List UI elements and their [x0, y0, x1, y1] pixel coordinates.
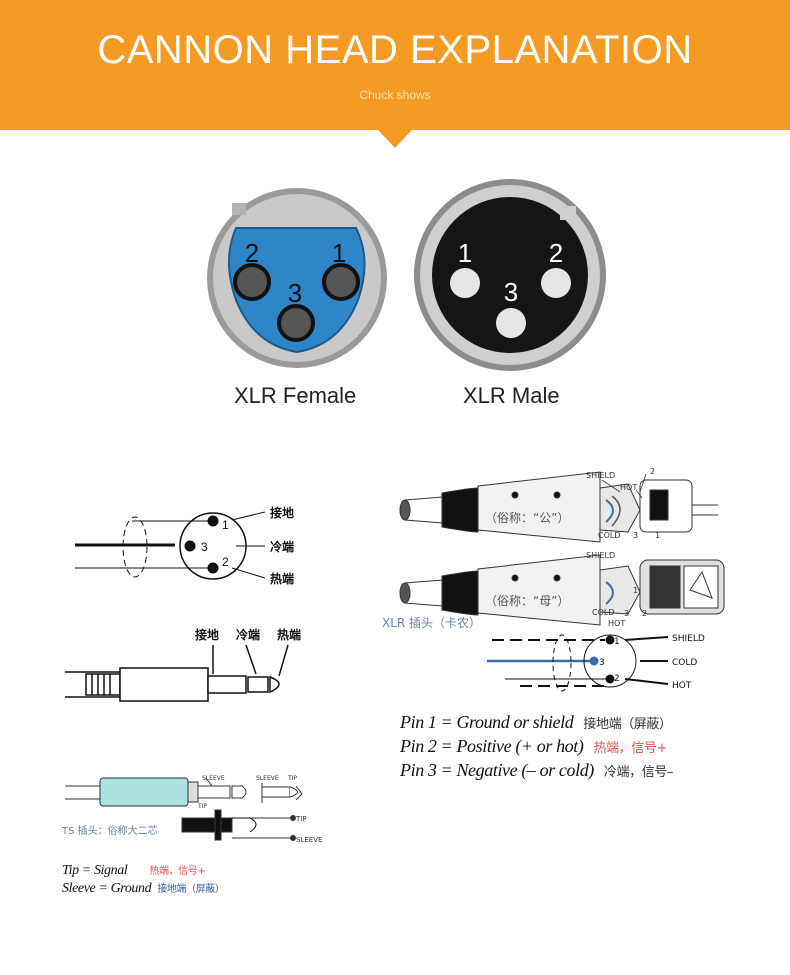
- pin-legend-row-3: Pin 3 = Negative (– or cold) 冷端，信号–: [400, 760, 673, 781]
- page-title: CANNON HEAD EXPLANATION: [97, 28, 693, 72]
- male-pin-2: [541, 268, 571, 298]
- xlr-schem-label-ground: 接地: [270, 505, 294, 520]
- xlr-plug-caption: XLR 插头（卡农）: [382, 616, 481, 630]
- ts-label-tip-2: TIP: [197, 803, 207, 810]
- ts-label-sleeve-2: SLEEVE: [256, 775, 279, 782]
- xlr-male-cold: COLD: [598, 531, 621, 540]
- xlr-female-plug-drawing: [399, 554, 725, 626]
- trs-label-ground: 接地: [195, 627, 219, 642]
- xlr-female-pin2: 2: [642, 609, 647, 618]
- pin-legend-cn-2: 热端，信号+: [593, 741, 667, 756]
- xlr-female-cold: COLD: [592, 608, 615, 617]
- male-pin-label-1: 1: [458, 238, 472, 268]
- xlr-male-plug-drawing: [399, 471, 718, 543]
- ts-legend-cn-2: 接地端（屏蔽）: [157, 884, 225, 895]
- xlr-wiring-schematic: [75, 511, 266, 580]
- xlr-schem-pin-3: 3: [201, 540, 208, 554]
- xlr-pin-schem-cold: COLD: [672, 658, 697, 668]
- xlr-male-pin3: 3: [633, 531, 638, 540]
- female-pin-label-2: 2: [245, 238, 259, 268]
- xlr-pin-schem-pin3: 3: [599, 658, 605, 668]
- xlr-female-pin3: 3: [624, 609, 629, 618]
- pin-legend-cn-1: 接地端（屏蔽）: [583, 717, 672, 732]
- xlr-male-label: XLR Male: [463, 383, 560, 408]
- xlr-male-pin2: 2: [650, 467, 655, 476]
- page-subtitle: Chuck shows: [359, 88, 431, 102]
- male-pin-1: [450, 268, 480, 298]
- male-pin-label-2: 2: [549, 238, 563, 268]
- pin-legend-text-3: Pin 3 = Negative (– or cold): [400, 760, 594, 780]
- female-pin-3-socket: [277, 304, 315, 342]
- ts-legend-row-1: Tip = Signal 热端，信号+: [62, 862, 206, 879]
- male-pin-3: [496, 308, 526, 338]
- ts-caption: TS 插头：俗称大二芯: [61, 824, 158, 837]
- xlr-male-connector: [414, 179, 606, 371]
- male-pin-label-3: 3: [504, 277, 518, 307]
- trs-label-hot: 热端: [277, 627, 301, 642]
- ts-label-tip-1: TIP: [287, 775, 297, 782]
- pin-legend-text-2: Pin 2 = Positive (+ or hot): [400, 736, 584, 756]
- header-banner: [0, 0, 790, 130]
- xlr-schem-label-cold: 冷端: [270, 539, 294, 554]
- xlr-female-pin1: 1: [633, 586, 638, 595]
- xlr-female-shield: SHIELD: [586, 551, 615, 560]
- female-pin-2-socket: [233, 263, 271, 301]
- xlr-male-hot: HOT: [620, 483, 637, 492]
- xlr-male-caption: （俗称：“公”）: [485, 511, 569, 525]
- xlr-pin-schematic: [487, 634, 669, 692]
- xlr-pin-schem-shield: SHIELD: [672, 634, 705, 644]
- xlr-schem-pin-1: 1: [222, 518, 229, 532]
- xlr-schem-label-hot: 热端: [270, 571, 294, 586]
- xlr-pin-schem-hot: HOT: [672, 681, 692, 691]
- xlr-female-label: XLR Female: [234, 383, 357, 408]
- trs-jack-drawing: [65, 644, 289, 702]
- female-pin-1-socket: [322, 263, 360, 301]
- ts-legend-cn-1: 热端，信号+: [149, 866, 206, 877]
- xlr-pin-schem-pin2: 2: [614, 674, 620, 684]
- pin-legend-row-2: Pin 2 = Positive (+ or hot) 热端，信号+: [400, 736, 667, 757]
- ts-legend-row-2: Sleeve = Ground 接地端（屏蔽）: [62, 880, 225, 897]
- pin-legend-row-1: Pin 1 = Ground or shield 接地端（屏蔽）: [400, 712, 672, 733]
- xlr-female-connector: [207, 188, 387, 368]
- xlr-pin-schem-pin1: 1: [614, 637, 620, 647]
- female-pin-label-1: 1: [332, 238, 346, 268]
- xlr-female-hot: HOT: [608, 619, 625, 628]
- xlr-female-caption: （俗称：“母”）: [485, 594, 569, 608]
- xlr-male-pin1: 1: [655, 531, 660, 540]
- trs-label-cold: 冷端: [236, 627, 260, 642]
- ts-legend-text-1: Tip = Signal: [62, 863, 128, 878]
- pin-legend-text-1: Pin 1 = Ground or shield: [400, 712, 574, 732]
- ts-legend-text-2: Sleeve = Ground: [62, 881, 152, 896]
- female-pin-label-3: 3: [288, 278, 302, 308]
- ts-plug-drawing: [65, 777, 303, 841]
- xlr-male-shield: SHIELD: [586, 471, 615, 480]
- ts-label-sleeve-1: SLEEVE: [202, 775, 225, 782]
- ts-label-sleeve-3: SLEEVE: [296, 836, 322, 844]
- pin-legend-cn-3: 冷端，信号–: [603, 765, 674, 780]
- xlr-schem-pin-2: 2: [222, 555, 229, 569]
- ts-label-tip-3: TIP: [295, 815, 307, 823]
- banner-arrow: [378, 130, 412, 148]
